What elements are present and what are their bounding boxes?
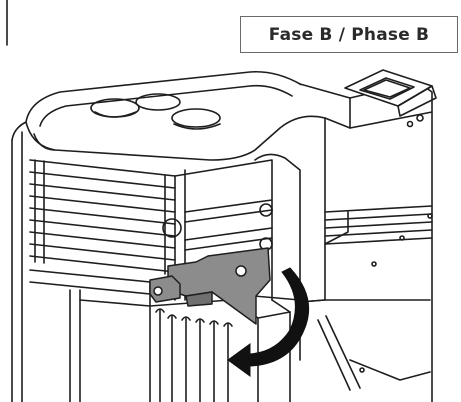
lower-cavity	[299, 299, 431, 391]
phase-label: Fase B / Phase B	[268, 24, 430, 45]
inner-block	[257, 299, 291, 402]
door-frame	[29, 269, 151, 402]
wire-rack	[324, 205, 433, 267]
grille-slats	[29, 159, 176, 275]
phase-label-box: Fase B / Phase B	[240, 16, 458, 53]
door-panel	[149, 299, 259, 402]
top-cover	[25, 70, 326, 161]
rotation-arrow-icon	[227, 267, 310, 377]
bracket-part	[149, 247, 271, 325]
control-panel	[344, 69, 437, 128]
stove-left-corner	[11, 121, 27, 141]
cover-hole-3	[171, 108, 221, 128]
cover-hole-2	[135, 93, 181, 111]
